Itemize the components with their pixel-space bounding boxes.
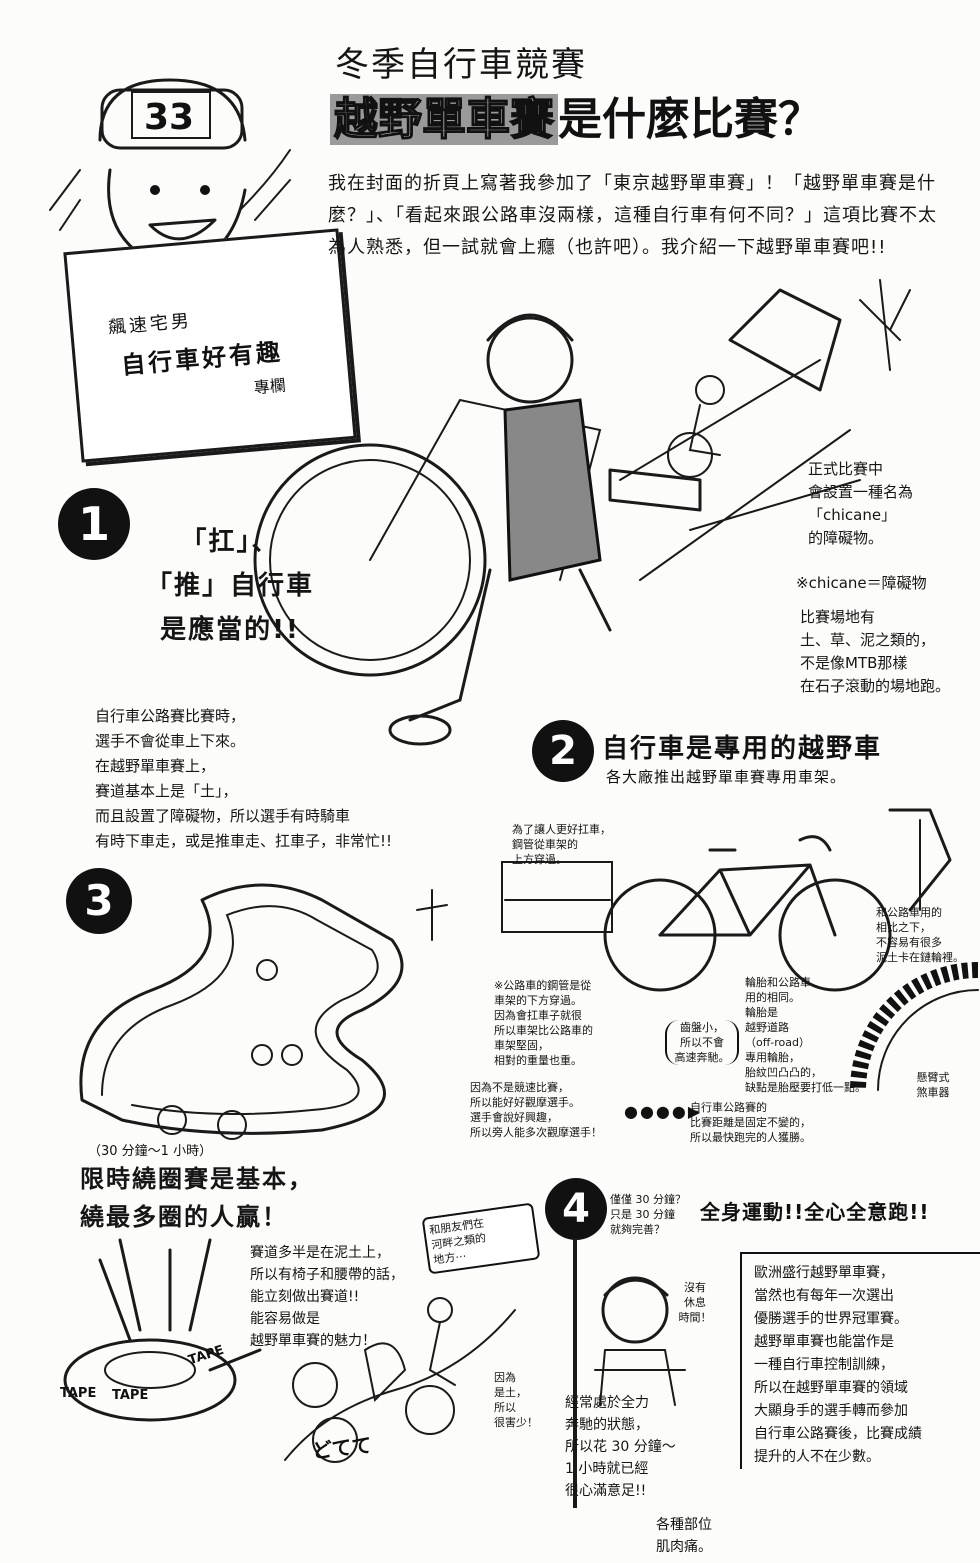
muscle-sore-note: 各種部位 肌肉痛。: [656, 1517, 712, 1555]
cyclocross-bike-illustration: [603, 835, 892, 992]
cap-number: 33: [143, 97, 195, 138]
tape-label: TAPE: [112, 1388, 149, 1403]
europe-paragraph: 歐洲盛行越野單車賽， 當然也有每年一次選出 優勝選手的世界冠軍賽。 越野單車賽也…: [740, 1252, 980, 1469]
section3-number-badge: 3: [66, 868, 132, 934]
page-title: 越野單車賽是什麼比賽？: [330, 92, 822, 148]
tire-tread-illustration: [850, 962, 979, 1091]
section1-heading: 「扛」、 「推」自行車 是應當的!!: [145, 527, 314, 645]
section2-number-badge: 2: [532, 720, 594, 782]
time-limit-note: （30 分鐘～1 小時）: [88, 1144, 213, 1159]
soil-note: 因為 是土， 所以 很害少！: [494, 1371, 538, 1429]
road-race-note: 自行車公路賽的 比賽距離是固定不變的， 所以最快跑完的人獲勝。: [690, 1101, 811, 1144]
no-rest-bubble: 沒有 休息 時間！: [678, 1281, 712, 1324]
title-rest: 是什麼比賽？: [558, 94, 822, 145]
intro-paragraph: 我在封面的折頁上寫著我參加了「東京越野單車賽」！「越野單車賽是什麼？」、「看起來…: [328, 173, 937, 258]
tired-rider-illustration: [594, 1276, 686, 1406]
section1-body: 自行車公路賽比賽時， 選手不會從車上下來。 在越野單車賽上， 賽道基本上是「土」…: [95, 707, 393, 850]
race-course-map-illustration: [79, 883, 448, 1140]
thirty-minutes-question: 僅僅 30 分鐘？ 只是 30 分鐘 就夠完善？: [610, 1193, 686, 1236]
top-tube-detail: [501, 861, 613, 933]
section4-number-badge: 4: [545, 1178, 607, 1240]
gear-note: 齒盤小， 所以不會 高速奔馳。: [665, 1020, 739, 1065]
mud-course-note: 賽道多半是在泥土上， 所以有椅子和腰帶的話， 能立刻做出賽道!! 能容易做是 越…: [250, 1245, 404, 1349]
brake-detail-illustration: [888, 808, 952, 912]
top-tube-note: 為了讓人更好扛車， 鋼管從車架的 上方穿過。: [512, 823, 611, 866]
tire-note: 輪胎和公路車 用的相同。 輪胎是 越野道路 （off-road） 專用輪胎， 胎…: [745, 976, 866, 1094]
section4-body: 經常處於全力 奔馳的狀態， 所以花 30 分鐘～ 1 小時就已經 很心滿意足!!: [565, 1395, 676, 1499]
spectator-note: 因為不是競速比賽， 所以能好好觀摩選手。 選手會說好興趣， 所以旁人能多次觀摩選…: [470, 1081, 602, 1139]
kicker-title: 冬季自行車競賽: [335, 45, 587, 85]
rider-carrying-bike-illustration: [253, 279, 911, 746]
section2-heading: 自行車是專用的越野車: [602, 734, 883, 764]
mud-clearance-note: 和公路車用的 相比之下， 不容易有很多 泥土卡在鏈輪裡。: [876, 906, 964, 964]
road-cable-note: ※公路車的鋼管是從 車架的下方穿過。 因為會扛車子就很 所以車架比公路車的 車架…: [494, 979, 593, 1067]
section4-heading: 全身運動!!全心全意跑!!: [700, 1200, 930, 1224]
chicane-definition: ※chicane＝障礙物: [796, 574, 927, 592]
section3-heading: 限時繞圈賽是基本， 繞最多圈的人贏！: [80, 1165, 314, 1231]
ground-note: 比賽場地有 土、草、泥之類的， 不是像MTB那樣 在石子滾動的場地跑。: [800, 608, 951, 695]
crash-sound-effect: どてて: [311, 1432, 373, 1464]
section1-number-badge: 1: [58, 488, 130, 560]
chicane-note: 正式比賽中 會設置一種名為 「chicane」 的障礙物。: [808, 460, 914, 547]
arrow-dots: ●●●●▶: [624, 1102, 703, 1121]
crash-riders-illustration: [284, 1297, 516, 1463]
section2-subheading: 各大廠推出越野單車賽專用車架。: [606, 768, 847, 786]
column-sign-line1: 飆速宅男: [107, 310, 193, 339]
title-highlight: 越野單車賽: [330, 93, 558, 146]
tape-label: TAPE: [60, 1386, 97, 1401]
tape-and-stakes-illustration: [63, 1238, 262, 1422]
friends-speech-bubble: 和朋友們在 河畔之類的 地方⋯: [421, 1202, 541, 1275]
signpost-stick: [573, 1238, 577, 1508]
cantilever-brake-note: 懸臂式 煞車器: [916, 1071, 950, 1099]
